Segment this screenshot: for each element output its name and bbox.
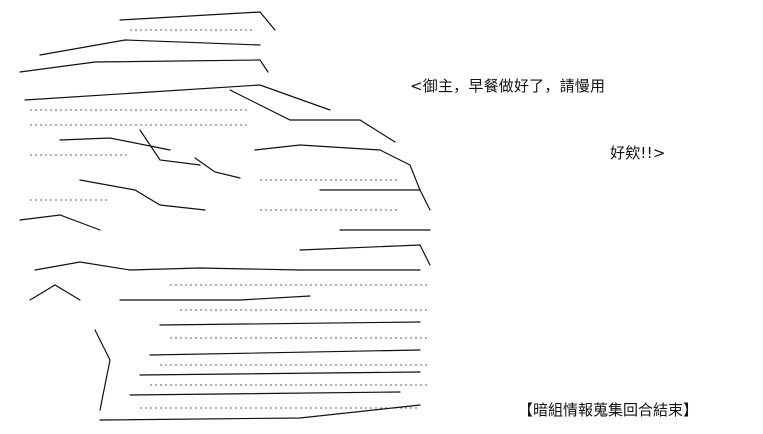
stroke-face (59, 137, 171, 151)
stroke-left-hand (29, 284, 81, 301)
stroke-mouth (79, 179, 206, 211)
stroke-arm (319, 189, 431, 211)
stroke-torso-6 (129, 391, 401, 396)
footer-caption: 【暗組情報蒐集回合結束】 (518, 401, 699, 419)
stroke-eye (139, 129, 201, 166)
stroke-torso-3 (159, 321, 421, 326)
stroke-torso-5 (139, 371, 421, 376)
stroke-torso-4 (149, 349, 421, 356)
stroke-cheek (194, 157, 241, 179)
stroke-brow-2 (19, 59, 269, 73)
stroke-brow (39, 39, 261, 56)
stroke-top (119, 11, 276, 31)
stroke-left-arm (94, 329, 111, 411)
ascii-art-drawing (19, 11, 431, 421)
stroke-shoulder (254, 144, 421, 191)
ascii-art-strokes (19, 11, 431, 421)
stroke-left-chest (19, 214, 101, 231)
stroke-hair (229, 89, 396, 143)
ascii-art-shading (30, 29, 430, 409)
dialogue-line-2: 好欸!!> (610, 144, 666, 162)
ascii-art-illustration (19, 11, 431, 421)
stroke-head (24, 84, 331, 111)
stroke-torso (34, 261, 421, 271)
stroke-bottom (99, 404, 421, 421)
dialogue-line-1: <御主，早餐做好了，請慢用 (410, 77, 606, 95)
stroke-arm-3 (299, 244, 431, 266)
stroke-torso-2 (119, 295, 311, 301)
